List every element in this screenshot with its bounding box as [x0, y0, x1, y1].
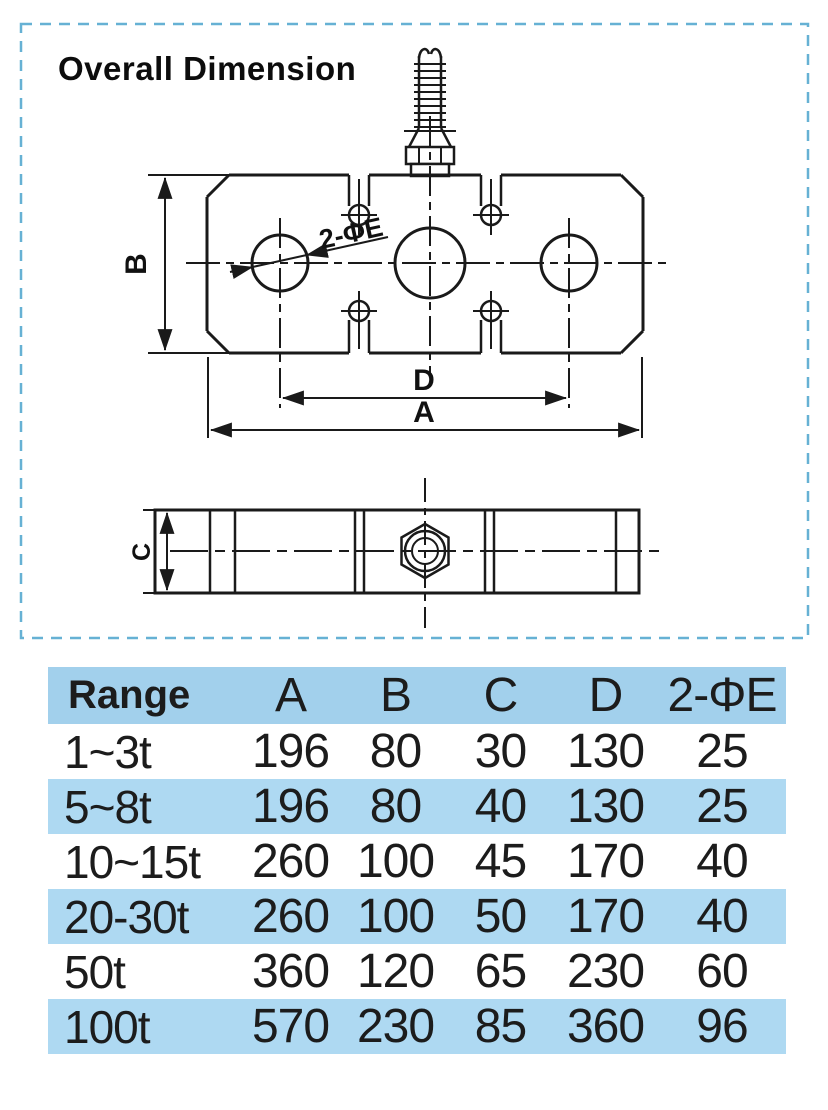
value-cell: 50: [474, 890, 527, 943]
spec-table-body: 1~3t 196 80 30 130 25 5~8t 196 80 40 130 25 10~15t 26…: [48, 724, 786, 1054]
value-cell: 40: [696, 835, 748, 888]
value-cell: 260: [251, 835, 330, 888]
value-cell: 100: [356, 835, 435, 888]
value-cell: 80: [369, 780, 422, 833]
range-cell: 20-30t: [64, 890, 189, 943]
value-cell: 80: [369, 725, 422, 778]
value-cell: 230: [566, 945, 645, 998]
table-row: 100t 570 230 85 360 96: [48, 999, 786, 1054]
hole-diameter-callout: [229, 236, 389, 279]
label-a: A: [413, 396, 435, 429]
table-row: 10~15t 260 100 45 170 40: [48, 834, 786, 889]
header-d: D: [588, 669, 624, 722]
range-cell: 1~3t: [64, 725, 152, 778]
value-cell: 40: [474, 780, 527, 833]
label-c: C: [128, 543, 156, 561]
value-cell: 60: [696, 945, 748, 998]
table-row: 5~8t 196 80 40 130 25: [48, 779, 786, 834]
header-b: B: [379, 669, 412, 722]
header-c: C: [483, 669, 519, 722]
value-cell: 260: [251, 890, 330, 943]
value-cell: 45: [474, 835, 527, 888]
table-header-row: Range A B C D 2-ΦE: [48, 667, 786, 724]
table-row: 50t 360 120 65 230 60: [48, 944, 786, 999]
label-d: D: [413, 364, 435, 397]
value-cell: 85: [474, 1000, 527, 1053]
range-cell: 100t: [64, 1000, 151, 1053]
value-cell: 25: [696, 725, 748, 778]
table-row: 1~3t 196 80 30 130 25: [48, 724, 786, 779]
dimension-c: [143, 509, 175, 594]
value-cell: 30: [474, 725, 527, 778]
value-cell: 25: [696, 780, 748, 833]
value-cell: 130: [566, 780, 645, 833]
range-cell: 5~8t: [64, 780, 152, 833]
value-cell: 130: [566, 725, 645, 778]
mount-slots: [341, 175, 509, 353]
side-view: [153, 478, 662, 628]
header-range: Range: [68, 673, 191, 717]
value-cell: 196: [251, 725, 330, 778]
header-a: A: [274, 669, 307, 722]
label-b: B: [120, 253, 153, 275]
label-2-phi-e: 2-ΦE: [316, 212, 385, 255]
overall-dimension-drawing: B D A 2-ΦE C: [19, 22, 810, 640]
value-cell: 230: [356, 1000, 435, 1053]
value-cell: 40: [696, 890, 748, 943]
value-cell: 65: [474, 945, 527, 998]
value-cell: 360: [566, 1000, 645, 1053]
value-cell: 360: [251, 945, 330, 998]
value-cell: 120: [356, 945, 435, 998]
dimension-a: [207, 357, 643, 438]
header-2-phi-e: 2-ΦE: [667, 669, 778, 722]
value-cell: 96: [696, 1000, 748, 1053]
value-cell: 570: [251, 1000, 330, 1053]
range-cell: 10~15t: [64, 835, 201, 888]
page-title: Overall Dimension: [58, 50, 357, 87]
value-cell: 170: [566, 835, 645, 888]
value-cell: 100: [356, 890, 435, 943]
value-cell: 170: [566, 890, 645, 943]
range-cell: 50t: [64, 945, 126, 998]
value-cell: 196: [251, 780, 330, 833]
dimension-b: [148, 174, 233, 354]
dashed-panel-border: [19, 22, 810, 640]
table-row: 20-30t 260 100 50 170 40: [48, 889, 786, 944]
